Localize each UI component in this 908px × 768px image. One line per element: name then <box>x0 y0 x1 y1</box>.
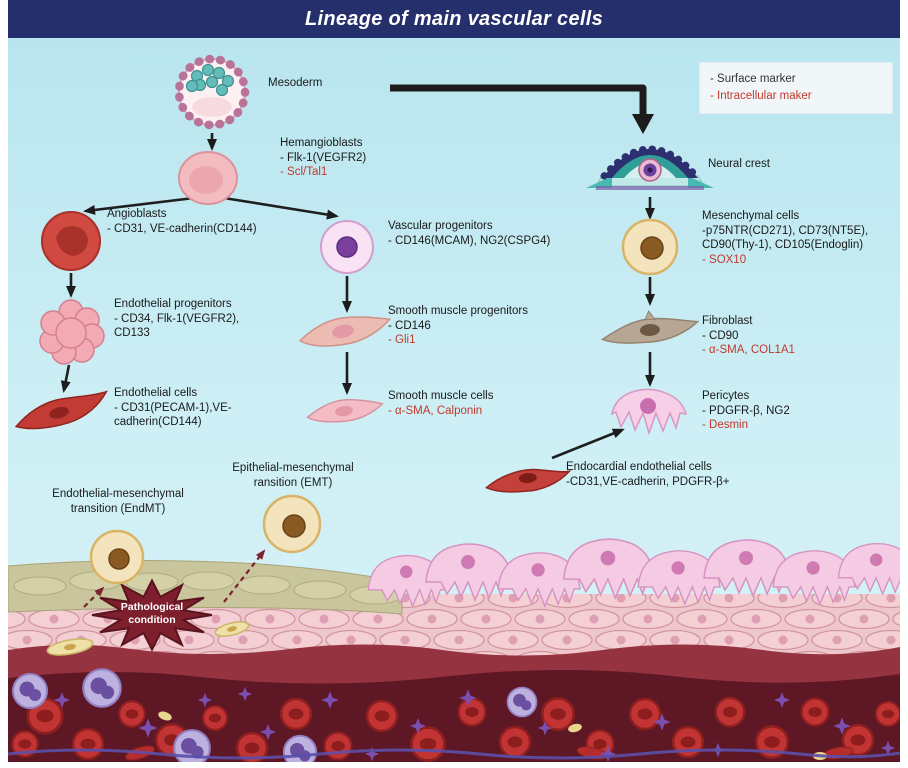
hemangioblasts-surface-marker: - Flk-1(VEGFR2) <box>280 151 367 164</box>
emt-cell <box>262 494 322 554</box>
angioblast-cell <box>41 211 101 271</box>
endmt-arrow <box>83 586 105 608</box>
vascular-progenitor-cell <box>320 220 374 274</box>
mesenchymal-cell <box>621 218 679 276</box>
smooth-muscle-progenitors-surface-marker: - CD146 <box>388 319 431 332</box>
pathological-condition-label: Pathological condition <box>100 601 204 627</box>
lineage-arrows <box>60 133 655 460</box>
neural-crest-name: Neural crest <box>708 158 770 170</box>
mesoderm-cell <box>174 54 250 130</box>
endothelial-progenitors-surface-marker-2: CD133 <box>114 327 150 339</box>
endocardial-endothelial-cells-name: Endocardial endothelial cells <box>566 461 712 473</box>
label-fibroblast: Fibroblast - CD90 - α-SMA, COL1A1 <box>702 314 795 358</box>
legend-intracellular-marker: - Intracellular maker <box>710 90 812 102</box>
neural-crest-branch-arrow <box>390 84 654 134</box>
neural-crest-illustration <box>586 145 714 190</box>
mesenchymal-cells-surface-marker-1: -p75NTR(CD271), CD73(NT5E), <box>702 224 869 237</box>
mesenchymal-cells-surface-marker-2: CD90(Thy-1), CD105(Endoglin) <box>702 239 864 251</box>
pericytes-intracellular-marker: - Desmin <box>702 419 749 431</box>
pericytes-name: Pericytes <box>702 390 750 402</box>
hemangioblast-cell <box>178 151 238 205</box>
endothelial-progenitors-name: Endothelial progenitors <box>114 298 232 310</box>
label-angioblasts: Angioblasts - CD31, VE-cadherin(CD144) <box>107 207 257 236</box>
pericyte-cell <box>610 388 688 436</box>
label-smooth-muscle-cells: Smooth muscle cells - α-SMA, Calponin <box>388 389 493 418</box>
smooth-muscle-cells-intracellular-marker: - α-SMA, Calponin <box>388 404 483 417</box>
endothelial-cells-name: Endothelial cells <box>114 387 198 399</box>
label-neural-crest: Neural crest <box>708 157 770 172</box>
hemangioblasts-intracellular-marker: - Scl/Tal1 <box>280 166 328 178</box>
endmt-annotation: Endothelial-mesenchymal transition (EndM… <box>28 487 208 516</box>
endmt-line-2: transition (EndMT) <box>70 502 166 515</box>
endmt-line-1: Endothelial-mesenchymal <box>52 488 184 500</box>
right-margin <box>900 0 908 768</box>
label-endocardial-endothelial-cells: Endocardial endothelial cells -CD31,VE-c… <box>566 460 730 489</box>
smooth-muscle-progenitors-name: Smooth muscle progenitors <box>388 305 528 317</box>
mesenchymal-cells-intracellular-marker: - SOX10 <box>702 253 747 266</box>
pericytes-surface-marker: - PDGFR-β, NG2 <box>702 404 790 417</box>
label-mesoderm: Mesoderm <box>268 76 322 91</box>
mesoderm-name: Mesoderm <box>268 77 323 89</box>
emt-annotation: Epithelial-mesenchymal ransition (EMT) <box>208 461 378 490</box>
endocardial-endothelial-cells-surface-marker: -CD31,VE-cadherin, PDGFR-β+ <box>566 475 730 488</box>
smooth-muscle-cells-name: Smooth muscle cells <box>388 390 494 402</box>
vascular-progenitors-name: Vascular progenitors <box>388 220 493 232</box>
pathological-line-2: condition <box>128 614 176 626</box>
vascular-progenitors-surface-marker: - CD146(MCAM), NG2(CSPG4) <box>388 234 551 247</box>
label-smooth-muscle-progenitors: Smooth muscle progenitors - CD146 - Gli1 <box>388 304 528 348</box>
hemangioblasts-name: Hemangioblasts <box>280 137 363 149</box>
label-vascular-progenitors: Vascular progenitors - CD146(MCAM), NG2(… <box>388 219 550 248</box>
bottom-margin <box>0 762 908 768</box>
emt-line-2: ransition (EMT) <box>253 476 333 489</box>
fibroblast-cell <box>600 310 700 344</box>
endothelial-progenitor-cell <box>39 299 105 365</box>
pathological-line-1: Pathological <box>120 601 184 613</box>
endothelial-cells-surface-marker-1: - CD31(PECAM-1),VE- <box>114 401 232 414</box>
vessel-lining-line <box>7 748 901 760</box>
mesenchymal-cells-name: Mesenchymal cells <box>702 210 800 222</box>
endothelial-progenitors-surface-marker-1: - CD34, Flk-1(VEGFR2), <box>114 312 240 325</box>
smooth-muscle-progenitor-cell <box>298 316 392 347</box>
label-endothelial-progenitors: Endothelial progenitors - CD34, Flk-1(VE… <box>114 297 239 341</box>
fibroblast-surface-marker: - CD90 <box>702 329 739 342</box>
emt-line-1: Epithelial-mesenchymal <box>232 462 354 474</box>
endothelial-cell <box>14 390 108 430</box>
fibroblast-name: Fibroblast <box>702 315 753 327</box>
pathological-star <box>91 578 213 652</box>
smooth-muscle-progenitors-intracellular-marker: - Gli1 <box>388 334 416 346</box>
endocardial-endothelial-cell <box>485 468 572 493</box>
title-banner: Lineage of main vascular cells <box>8 0 900 38</box>
endmt-cell <box>89 529 145 585</box>
label-hemangioblasts: Hemangioblasts - Flk-1(VEGFR2) - Scl/Tal… <box>280 136 366 180</box>
angioblasts-name: Angioblasts <box>107 208 167 220</box>
legend-box: - Surface marker - Intracellular maker <box>699 62 893 114</box>
label-endothelial-cells: Endothelial cells - CD31(PECAM-1),VE- ca… <box>114 386 232 430</box>
smooth-muscle-cell <box>306 398 384 423</box>
label-pericytes: Pericytes - PDGFR-β, NG2 - Desmin <box>702 389 790 433</box>
diagram-title: Lineage of main vascular cells <box>304 7 603 30</box>
legend-surface-marker: - Surface marker <box>710 73 796 85</box>
angioblasts-surface-marker: - CD31, VE-cadherin(CD144) <box>107 222 257 235</box>
embedded-transition-cells <box>46 621 250 656</box>
fibroblast-intracellular-marker: - α-SMA, COL1A1 <box>702 344 795 356</box>
label-mesenchymal-cells: Mesenchymal cells -p75NTR(CD271), CD73(N… <box>702 209 868 267</box>
endothelial-cells-surface-marker-2: cadherin(CD144) <box>114 416 202 428</box>
left-margin <box>0 0 8 768</box>
emt-arrow <box>223 549 266 603</box>
